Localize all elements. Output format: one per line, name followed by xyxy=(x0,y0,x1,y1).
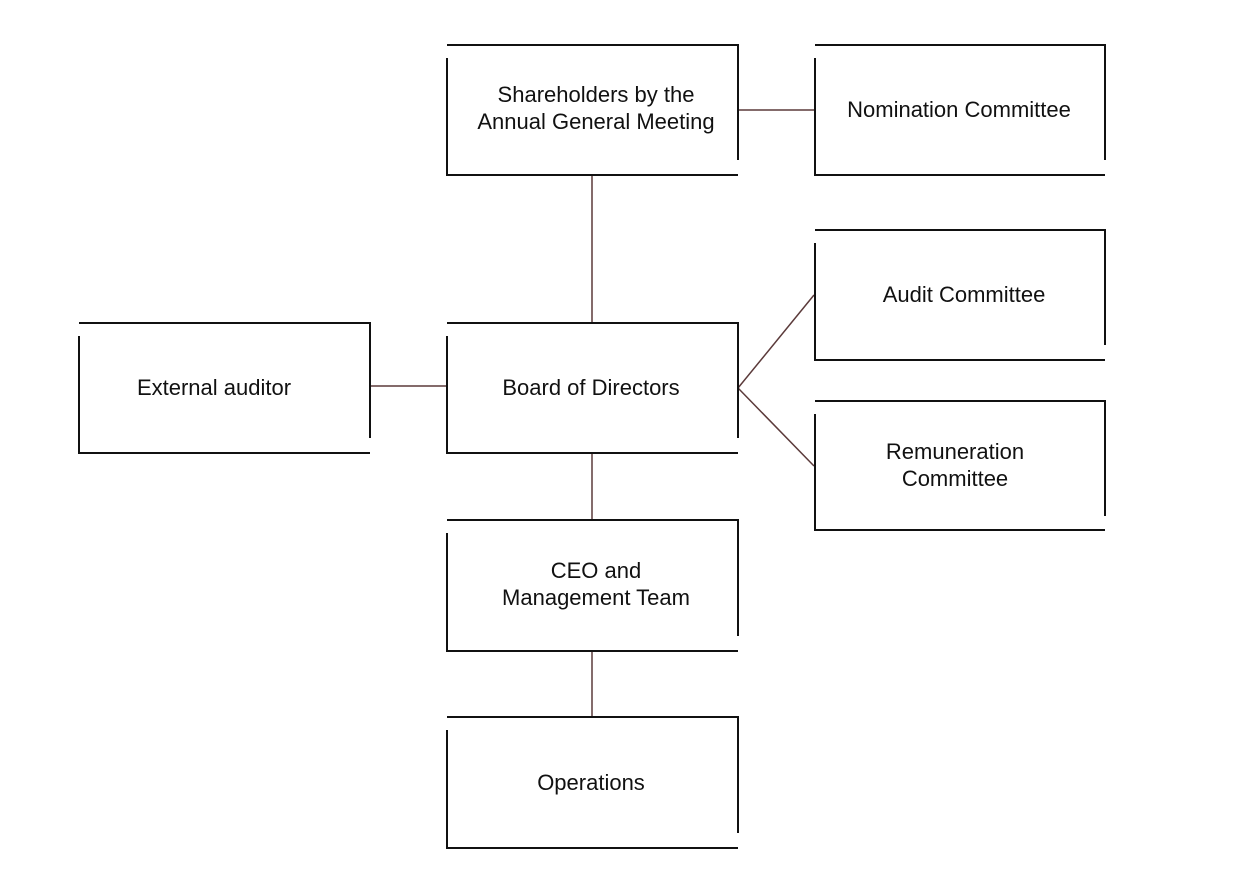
ceo-label-line-1: CEO and xyxy=(551,558,642,583)
ceo-label-line-2: Management Team xyxy=(502,585,690,610)
connector-board-remuneration xyxy=(737,387,815,467)
board-of-directors-label: Board of Directors xyxy=(502,375,679,400)
node-audit-committee: Audit Committee xyxy=(814,229,1106,361)
node-operations: Operations xyxy=(446,716,739,849)
node-nomination-committee: Nomination Committee xyxy=(814,44,1106,176)
shareholders-label-line-2: Annual General Meeting xyxy=(477,109,714,134)
nomination-committee-label: Nomination Committee xyxy=(847,97,1071,122)
audit-committee-label: Audit Committee xyxy=(883,282,1046,307)
operations-label: Operations xyxy=(537,770,645,795)
node-remuneration-committee: Remuneration Committee xyxy=(814,400,1106,531)
node-ceo-management-team: CEO and Management Team xyxy=(446,519,739,652)
connector-board-audit xyxy=(737,294,815,389)
remuneration-committee-label-line-2: Committee xyxy=(902,466,1008,491)
node-board-of-directors: Board of Directors xyxy=(446,322,739,454)
remuneration-committee-label-line-1: Remuneration xyxy=(886,439,1024,464)
node-shareholders: Shareholders by the Annual General Meeti… xyxy=(446,44,739,176)
shareholders-label-line-1: Shareholders by the xyxy=(498,82,695,107)
node-external-auditor: External auditor xyxy=(78,322,371,454)
external-auditor-label: External auditor xyxy=(137,375,291,400)
